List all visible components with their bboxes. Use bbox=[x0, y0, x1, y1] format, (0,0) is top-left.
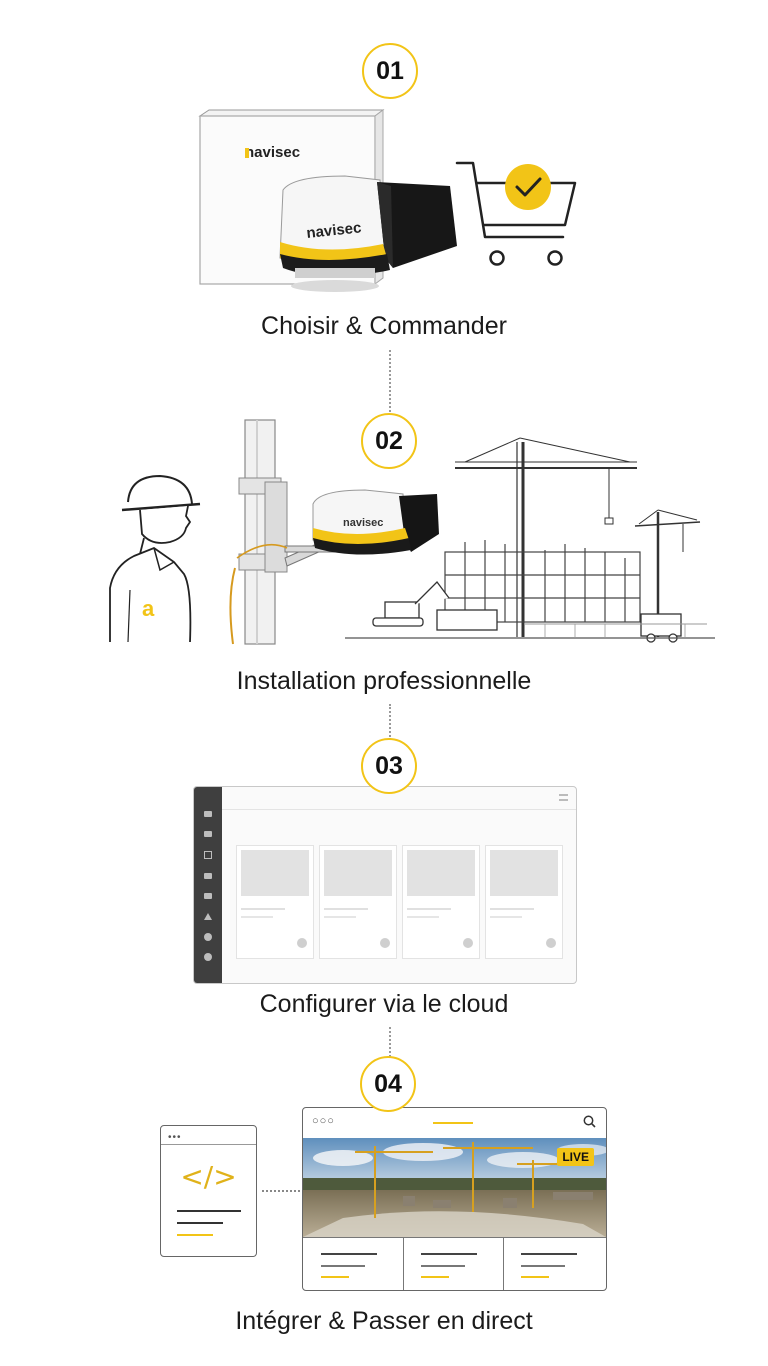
connector-1-2 bbox=[389, 350, 391, 412]
construction-site-illustration bbox=[345, 437, 715, 643]
dashboard-card-4 bbox=[485, 845, 563, 959]
sidebar-icon-1 bbox=[204, 811, 212, 817]
embed-connector bbox=[262, 1190, 300, 1192]
stream-info-panel-3 bbox=[503, 1237, 606, 1290]
camera-brand-text: navisec bbox=[306, 219, 363, 242]
step-2-label: Installation professionnelle bbox=[236, 667, 532, 695]
pole-camera-brand-text: navisec bbox=[343, 517, 383, 529]
step-3-badge: 03 bbox=[361, 738, 417, 794]
box-brand-text: navisec bbox=[245, 144, 300, 161]
code-embed-window: ••• </> bbox=[160, 1125, 257, 1257]
live-feed-image bbox=[303, 1138, 606, 1237]
sidebar-icon-3 bbox=[204, 851, 212, 859]
step-3-label: Configurer via le cloud bbox=[259, 990, 509, 1018]
browser-tab-indicator bbox=[433, 1122, 473, 1124]
dashboard-topbar bbox=[222, 787, 576, 810]
connector-3-4 bbox=[389, 1027, 391, 1057]
worker-illustration: a bbox=[109, 474, 201, 643]
step-4-badge: 04 bbox=[360, 1056, 416, 1112]
step-1-label: Choisir & Commander bbox=[261, 312, 507, 340]
dashboard-card-1 bbox=[236, 845, 314, 959]
dashboard-card-2 bbox=[319, 845, 397, 959]
cart-check-icon bbox=[455, 161, 577, 266]
code-icon: </> bbox=[180, 1160, 237, 1193]
sidebar-icon-8 bbox=[204, 953, 212, 961]
live-stream-browser: ○○○ bbox=[302, 1107, 607, 1291]
live-badge: LIVE bbox=[557, 1148, 594, 1166]
sidebar-icon-2 bbox=[204, 831, 212, 837]
dashboard-card-3 bbox=[402, 845, 480, 959]
cloud-dashboard-mockup bbox=[193, 786, 577, 984]
dashboard-sidebar bbox=[194, 787, 222, 983]
connector-2-3 bbox=[389, 704, 391, 740]
sidebar-icon-5 bbox=[204, 893, 212, 899]
sidebar-icon-6 bbox=[204, 913, 212, 920]
browser-dots: ○○○ bbox=[312, 1115, 335, 1127]
step-2-badge: 02 bbox=[361, 413, 417, 469]
stream-info-panel-2 bbox=[403, 1237, 504, 1290]
step-1-badge: 01 bbox=[362, 43, 418, 99]
stream-info-panel-1 bbox=[303, 1237, 404, 1290]
menu-icon bbox=[559, 794, 568, 801]
pole-camera-illustration: navisec bbox=[229, 419, 439, 645]
window-dots: ••• bbox=[168, 1132, 182, 1143]
step-4-label: Intégrer & Passer en direct bbox=[235, 1307, 533, 1335]
sidebar-icon-7 bbox=[204, 933, 212, 941]
product-box-illustration: navisec navisec bbox=[198, 109, 457, 292]
worker-badge-text: a bbox=[142, 596, 155, 621]
sidebar-icon-4 bbox=[204, 873, 212, 879]
search-icon[interactable] bbox=[583, 1115, 596, 1128]
